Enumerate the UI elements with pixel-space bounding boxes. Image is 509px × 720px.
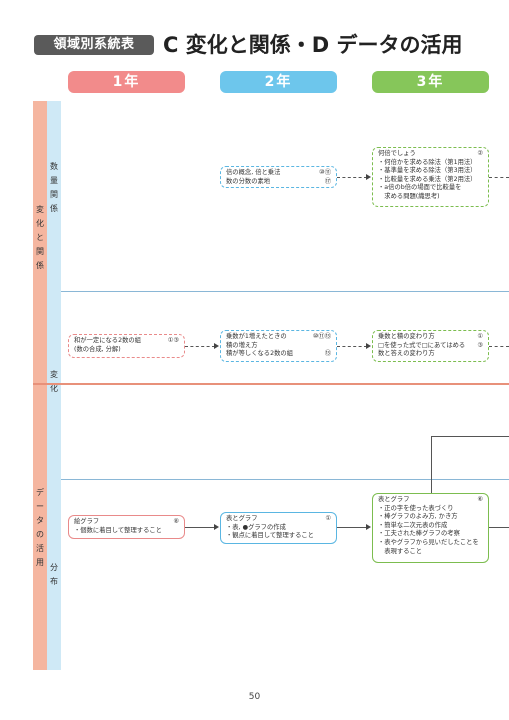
arrow-icon: [366, 174, 371, 180]
subdomain-blank: [47, 384, 61, 479]
connector: [185, 527, 215, 528]
domain-divider: [33, 383, 509, 385]
subdomain-distribution: [47, 479, 61, 670]
arrow-icon: [366, 524, 371, 530]
domain-label-data-use: デ ー タ の 活 用: [36, 488, 44, 567]
connector: [489, 177, 509, 178]
subdomain-label-change: 変 化: [50, 370, 58, 393]
subdomain-change: [47, 291, 61, 384]
domain-label-change-relation: 変 化 と 関 係: [36, 205, 44, 270]
page-number: 50: [248, 692, 261, 702]
subdomain-quantity-relation: [47, 101, 61, 291]
arrow-icon: [366, 343, 371, 349]
connector: [337, 527, 367, 528]
grade-1-header: 1年: [68, 71, 185, 93]
grade-3-header: 3年: [372, 71, 489, 93]
connector: [431, 436, 432, 493]
arrow-icon: [214, 524, 219, 530]
subdomain-label-quantity: 数 量 関 係: [50, 162, 58, 213]
connector: [337, 177, 367, 178]
connector: [431, 436, 509, 437]
row-divider: [61, 291, 509, 292]
section-tag: 領域別系統表: [34, 35, 154, 55]
subdomain-label-distribution: 分 布: [50, 563, 58, 586]
connector: [489, 527, 509, 528]
connector: [337, 346, 367, 347]
page-title: C 変化と関係・D データの活用: [163, 33, 463, 57]
domain-band-change-relation: [33, 101, 47, 384]
grade-2-header: 2年: [220, 71, 337, 93]
domain-band-data-use: [33, 384, 47, 670]
arrow-icon: [214, 343, 219, 349]
connector: [185, 346, 215, 347]
row-divider: [61, 479, 509, 480]
connector: [489, 346, 509, 347]
